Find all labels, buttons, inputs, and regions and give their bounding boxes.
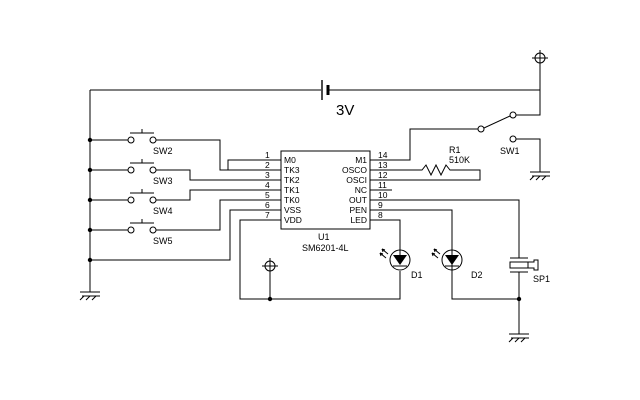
ic-ref: U1 [318,232,330,242]
pin-12-name: OSCI [346,175,367,185]
resistor-value: 510K [449,155,470,165]
led-d2-label: D2 [471,270,483,280]
pin-14-num: 14 [378,150,388,160]
pin-8-name: LED [350,215,367,225]
pin-11-name: NC [355,185,367,195]
pin-10-name: OUT [349,195,367,205]
led-d1-label: D1 [411,270,423,280]
ic-u1: 1 2 3 4 5 6 7 M0 TK3 TK2 TK1 TK0 VSS VDD… [262,150,392,253]
pin-5-name: TK0 [284,195,300,205]
terminal-mid [262,258,278,302]
switch-sw3-label: SW3 [153,176,173,186]
ic-part: SM6201-4L [302,243,349,253]
pin-14-name: M1 [355,155,367,165]
pin-1-num: 1 [265,150,270,160]
pin-13-name: OSCO [342,165,367,175]
led-d1: D1 [379,248,423,280]
pin-7-name: VDD [284,215,302,225]
m0-wire [227,159,262,170]
vdd-wire [239,219,401,300]
pin-2-name: TK3 [284,165,300,175]
switch-sw1-label: SW1 [500,146,520,156]
pin-10-num: 10 [378,190,388,200]
switch-sw5-label: SW5 [153,236,173,246]
pin-13-num: 13 [378,160,388,170]
pin-2-num: 2 [265,160,270,170]
terminal-top-right [532,50,548,90]
pin-6-num: 6 [265,200,270,210]
pin-9-name: PEN [350,205,367,215]
ground-left [79,291,100,301]
pen-wire [392,209,519,300]
pin-12-num: 12 [378,170,388,180]
led-d2: D2 [431,248,483,280]
pin-7-num: 7 [265,210,270,220]
switch-sw1: SW1 [392,90,550,181]
pin-5-num: 5 [265,190,270,200]
switch-sw2-label: SW2 [153,146,173,156]
resistor-r1: R1 510K [392,145,481,181]
vss-wire [90,209,275,261]
pin-11-num: 11 [378,180,387,190]
pin-9-num: 9 [378,200,383,210]
pin-6-name: VSS [284,205,301,215]
pin-1-name: M0 [284,155,296,165]
pin-4-name: TK1 [284,185,300,195]
switch-sw5: SW5 [90,199,275,246]
switch-sw3: SW3 [90,159,275,186]
switch-sw4: SW4 [90,189,275,216]
pin-3-num: 3 [265,170,270,180]
switch-sw2: SW2 [90,129,275,171]
pin-8-num: 8 [378,210,383,220]
switch-sw4-label: SW4 [153,206,173,216]
pin-3-name: TK2 [284,175,300,185]
resistor-ref: R1 [449,145,461,155]
speaker-sp1: SP1 [392,199,550,343]
battery-label: 3V [336,102,354,119]
pin-4-num: 4 [265,180,270,190]
led-wire [392,219,401,250]
speaker-ref: SP1 [533,274,550,284]
battery-circuit: 3V [90,80,540,119]
